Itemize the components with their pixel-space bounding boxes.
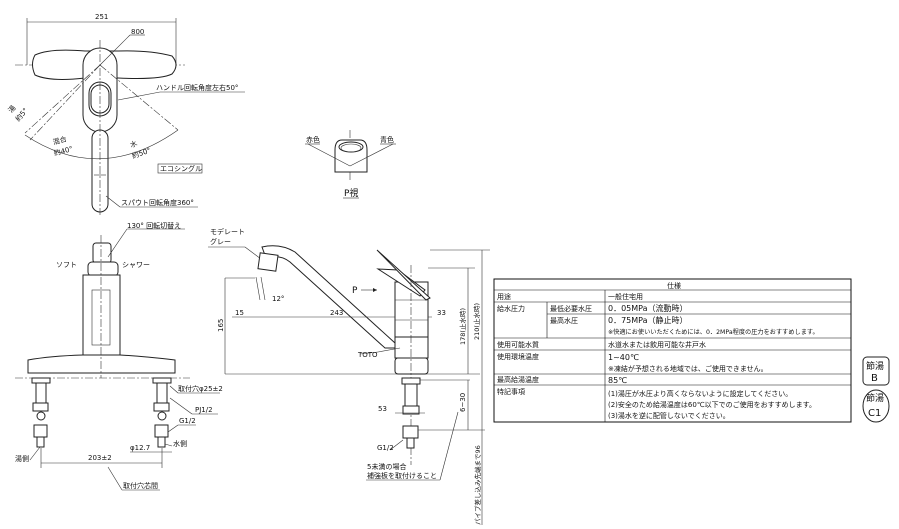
- spec-table: 仕様 用途 一般住宅用 給水圧力 最低必要水圧 0．05MPa（流動時） 最高水…: [493, 278, 852, 423]
- handle-rotation-label: ハンドル回転角度左右50°: [156, 83, 238, 92]
- side-g-label: G1/2: [377, 444, 394, 452]
- dim-243: 243: [330, 309, 343, 317]
- faucet-body: [82, 274, 121, 356]
- dim-33: 33: [437, 309, 446, 317]
- dim-15: 15: [235, 309, 244, 317]
- spec-value: 水道水または飲用可能な井戸水: [608, 340, 706, 349]
- spout-rotation-label: スパウト回転角度360°: [121, 198, 194, 207]
- cold-label: 水: [129, 139, 139, 150]
- spec-note: (1)湯圧が水圧より高くならないように設定してください。: [608, 389, 792, 398]
- dim-210: 210(止水時): [472, 303, 481, 340]
- spec-sublabel: 最低必要水圧: [550, 304, 592, 313]
- soft-label: ソフト: [56, 261, 77, 269]
- spec-label: 使用環境温度: [497, 352, 539, 361]
- spec-label: 用途: [497, 292, 511, 301]
- switch-label: 130° 回転切替え: [127, 221, 181, 230]
- dim-6-30: 6~30: [459, 393, 467, 412]
- spec-value: 85℃: [608, 376, 627, 385]
- pitch-label: 取付穴芯間: [123, 481, 158, 490]
- color-label-1: モデレート: [210, 227, 245, 236]
- spec-note: (3)湯水を逆に配管しないでください。: [608, 411, 730, 420]
- spec-note: ※快適にお使いいただくためには、0．2MPa程度の圧力をおすすめします。: [608, 328, 819, 336]
- spec-label: 特記事項: [497, 387, 525, 396]
- hot-angle-group: 湯 約5°: [6, 103, 30, 123]
- angle-label: 12°: [272, 295, 284, 303]
- mix-angle-group: 混合 約40°: [52, 134, 74, 157]
- p-arrow-label: P: [352, 286, 358, 296]
- badge-b: [862, 356, 890, 386]
- cold-angle-group: 水 約50°: [129, 139, 152, 161]
- spec-label: 給水圧力: [497, 304, 525, 313]
- top-view: 251 800 ハンドル回転角度左右50° 湯 約5° 混合 約40° 水 約5…: [6, 13, 245, 215]
- hot-supply-pipe: [31, 377, 51, 448]
- badge-b-line2: B: [871, 373, 878, 384]
- badge-b-line1: 節湯: [866, 360, 884, 372]
- mix-label: 混合: [52, 134, 68, 146]
- diameter-label: φ12.7: [130, 444, 150, 452]
- mount-hole-label: 取付穴φ25±2: [178, 384, 223, 393]
- shower-label: シャワー: [122, 261, 150, 269]
- spec-value: 1~40℃: [608, 353, 639, 362]
- spec-label: 使用可能水質: [497, 340, 539, 349]
- spec-value: 0．05MPa（流動時）: [608, 303, 688, 313]
- front-view: 130° 回転切替え ソフト シャワー 取付穴φ25±2 PJ1/2 G1/2 …: [15, 221, 223, 491]
- red-label: 赤色: [306, 135, 320, 144]
- note-2: 補強板を取付けること: [367, 471, 437, 480]
- dim-53: 53: [378, 405, 387, 413]
- p-view-title: P視: [344, 187, 358, 199]
- faucet-base: [27, 354, 176, 374]
- cold-supply-pipe: [152, 377, 172, 448]
- spec-sublabel: 最高水圧: [550, 316, 578, 325]
- dim-165: 165: [217, 319, 225, 332]
- blue-label: 青色: [380, 135, 394, 144]
- pj-label: PJ1/2: [195, 406, 213, 414]
- pipe-note: パイプ差し込み先端まで96: [473, 445, 482, 525]
- spec-value: 一般住宅用: [608, 292, 643, 301]
- spec-value: 0．75MPa（静止時）: [608, 315, 688, 325]
- rotation-arc: [24, 129, 179, 160]
- note-1: 5未満の場合: [367, 462, 406, 471]
- side-view: モデレート グレー 12° 15 243 33 165 P TOTO: [208, 227, 490, 525]
- pitch-dim: 203±2: [88, 454, 112, 462]
- hot-side-label: 湯側: [15, 454, 29, 463]
- spec-title: 仕様: [667, 281, 681, 290]
- dim-251: 251: [95, 13, 108, 21]
- eco-single-label: エコシングル: [160, 164, 202, 173]
- water-saving-badges: 節湯 B 節湯 C1: [862, 356, 890, 423]
- center-label: 800: [131, 28, 144, 36]
- dim-178: 178(止水時): [458, 308, 467, 345]
- badge-c1: [862, 389, 890, 423]
- side-lever: [376, 268, 426, 297]
- color-label-2: グレー: [210, 237, 231, 246]
- spec-note: ※凍結が予想される地域では、ご使用できません。: [608, 364, 768, 373]
- spec-label: 最高給湯温度: [497, 375, 539, 384]
- badge-c1-line1: 節湯: [866, 392, 884, 404]
- badge-c1-line2: C1: [868, 408, 881, 419]
- spec-note: (2)安全のため給湯温度は60℃以下でのご使用をおすすめします。: [608, 400, 816, 409]
- p-view: 赤色 青色 P視: [305, 130, 396, 199]
- cold-side-label: 水側: [173, 439, 187, 448]
- g-label: G1/2: [179, 417, 196, 425]
- hot-label: 湯: [6, 103, 17, 114]
- brand-label: TOTO: [357, 351, 378, 359]
